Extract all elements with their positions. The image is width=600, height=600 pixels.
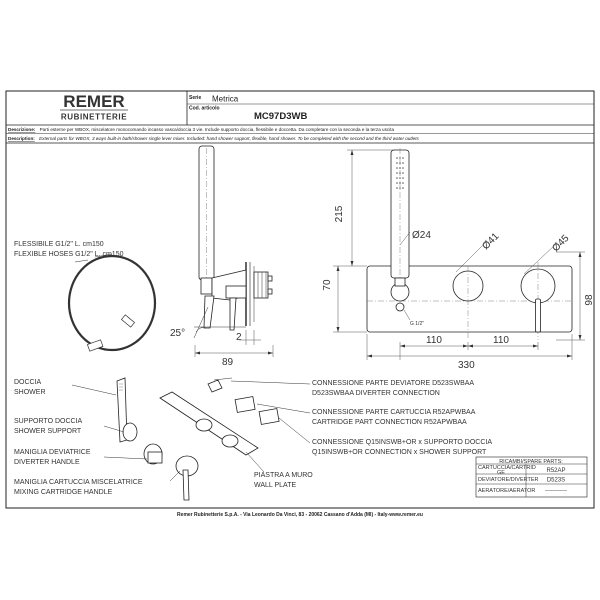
dim-2: 2: [236, 332, 242, 343]
svg-text:Ø45: Ø45: [550, 233, 571, 254]
cod-value: MC97D3WB: [254, 111, 307, 122]
svg-text:Description: External pa: Description: External parts for WBOX, 3 …: [8, 136, 419, 141]
brand-subtitle: RUBINETTERIE: [61, 113, 127, 122]
label-conn-cart-en: CARTRIDGE PART CONNECTION R52APWBAA: [312, 419, 467, 426]
dim-330: 330: [458, 360, 475, 371]
brand-name: REMER: [63, 92, 124, 111]
dim-89: 89: [222, 357, 234, 368]
desc-en-text: External parts for WBOX, 3 ways built-in…: [39, 136, 419, 141]
spare-row-0-name2: GE: [497, 470, 505, 476]
label-cartuccia-en: MIXING CARTRIDGE HANDLE: [14, 489, 113, 496]
spare-row-0-value: R52AP: [546, 468, 565, 474]
label-conn-dev-en: D523SWBAA DIVERTER CONNECTION: [312, 390, 440, 397]
desc-it-text: Parti esterne per WBOX, miscelatore mono…: [40, 127, 395, 132]
flex-label-en: FLEXIBLE HOSES G1/2" L. cm150: [14, 251, 124, 258]
spare-row-2-value: -----------: [545, 488, 567, 494]
label-deviatrice-it: MANIGLIA DEVIATRICE: [14, 449, 91, 456]
dim-70: 70: [322, 279, 333, 291]
side-view-drawing: [193, 145, 274, 357]
spare-row-2-name1: AERATORE/AERATOR: [478, 488, 535, 494]
footer-text: Remer Rubinetterie S.p.A. - Via Leonardo…: [177, 512, 423, 518]
exploded-view-drawing: [71, 377, 311, 501]
dim-98: 98: [584, 294, 595, 306]
dim-215: 215: [334, 205, 345, 222]
label-cartuccia-it: MANIGLIA CARTUCCIA MISCELATRICE: [14, 479, 143, 486]
dim-24: 24: [420, 230, 432, 241]
label-piastra-it: PIASTRA A MURO: [254, 472, 313, 479]
label-supporto-en: SHOWER SUPPORT: [14, 428, 82, 435]
sheet-frame: [5, 90, 595, 509]
dim-110-a: 110: [426, 335, 442, 346]
spare-row-1-name1: DEVIATORE/DIVERTER: [478, 477, 539, 483]
dim-g12: G 1/2": [410, 321, 424, 327]
dim-25: 25°: [170, 328, 185, 339]
flexible-hose-drawing: [67, 253, 157, 352]
label-conn-q-en: Q15INSWB+OR CONNECTION x SHOWER SUPPORT: [312, 449, 487, 456]
spare-row-0-name1: CARTUCCIA/CARTRID: [478, 465, 536, 471]
label-conn-dev-it: CONNESSIONE PARTE DEVIATORE D523SWBAA: [312, 380, 474, 387]
label-conn-cart-it: CONNESSIONE PARTE CARTUCCIA R52APWBAA: [312, 409, 476, 416]
label-doccia-it: DOCCIA: [14, 379, 42, 386]
spare-row-1-value: D523S: [547, 478, 565, 484]
label-conn-q-it: CONNESSIONE Q15INSWB+OR x SUPPORTO DOCCI…: [312, 439, 492, 446]
cod-label: Cod. articolo: [189, 106, 220, 112]
label-doccia-en: SHOWER: [14, 389, 46, 396]
flex-label-it: FLESSIBILE G1/2" L. cm150: [14, 241, 104, 248]
desc-it-label: Descrizione:: [8, 127, 36, 132]
spare-parts-table: [475, 456, 588, 498]
desc-en-label: Description:: [8, 136, 35, 141]
serie-value: Metrica: [212, 95, 239, 104]
dim-diam-symbol-24: Ø: [412, 230, 420, 241]
dim-110-b: 110: [493, 335, 509, 346]
spare-title: RICAMBI/SPARE PARTS:: [499, 459, 563, 465]
svg-text:Ø41: Ø41: [480, 231, 501, 252]
label-deviatrice-en: DIVERTER HANDLE: [14, 459, 80, 466]
front-view-drawing: [333, 148, 585, 360]
svg-text:Descrizione: Parti ester: Descrizione: Parti esterne per WBOX, mis…: [8, 127, 394, 132]
svg-text:Ø24: Ø24: [412, 230, 431, 241]
serie-label: Serie: [189, 95, 201, 101]
label-supporto-it: SUPPORTO DOCCIA: [14, 418, 83, 425]
label-piastra-en: WALL PLATE: [254, 482, 296, 489]
title-block: REMER RUBINETTERIE Serie Metrica Cod. ar…: [5, 91, 594, 144]
